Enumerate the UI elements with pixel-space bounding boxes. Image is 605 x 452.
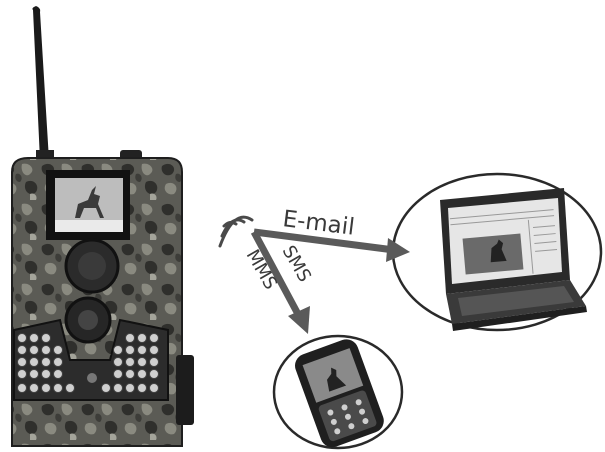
ir-led <box>150 346 159 355</box>
ir-led <box>54 370 63 379</box>
ir-led <box>102 384 111 393</box>
ir-led <box>42 346 51 355</box>
ir-led <box>126 334 135 343</box>
antenna <box>32 6 49 160</box>
ir-led <box>42 384 51 393</box>
ir-led <box>18 384 27 393</box>
signal-waves-icon <box>220 217 252 246</box>
sms-label: SMS <box>278 242 315 286</box>
laptop-bubble <box>393 174 601 331</box>
ir-led <box>114 370 123 379</box>
ir-led <box>42 358 51 367</box>
ir-led <box>30 384 39 393</box>
ir-led <box>54 384 63 393</box>
side-strap <box>176 355 194 425</box>
ir-led <box>150 384 159 393</box>
ir-led <box>42 370 51 379</box>
ir-led <box>138 384 147 393</box>
ir-led <box>18 358 27 367</box>
ir-led <box>114 346 123 355</box>
ir-led <box>42 334 51 343</box>
ir-led <box>54 346 63 355</box>
ir-led <box>18 346 27 355</box>
ir-led <box>114 358 123 367</box>
ir-led <box>150 334 159 343</box>
ir-led <box>30 370 39 379</box>
ir-led <box>138 346 147 355</box>
ir-led <box>150 370 159 379</box>
ir-led <box>126 370 135 379</box>
ir-led <box>30 358 39 367</box>
ir-led <box>114 384 123 393</box>
ir-led <box>138 370 147 379</box>
ir-led <box>54 358 63 367</box>
ir-led <box>66 384 75 393</box>
ir-led <box>18 334 27 343</box>
ir-led <box>150 358 159 367</box>
ir-led <box>138 334 147 343</box>
ir-led <box>18 370 27 379</box>
ir-led <box>30 334 39 343</box>
trail-camera <box>12 6 194 446</box>
indicator-light <box>87 373 97 383</box>
ir-led <box>126 346 135 355</box>
ir-led <box>126 384 135 393</box>
ir-led <box>138 358 147 367</box>
ir-led <box>126 358 135 367</box>
ir-led <box>30 346 39 355</box>
phone-bubble <box>274 336 402 451</box>
